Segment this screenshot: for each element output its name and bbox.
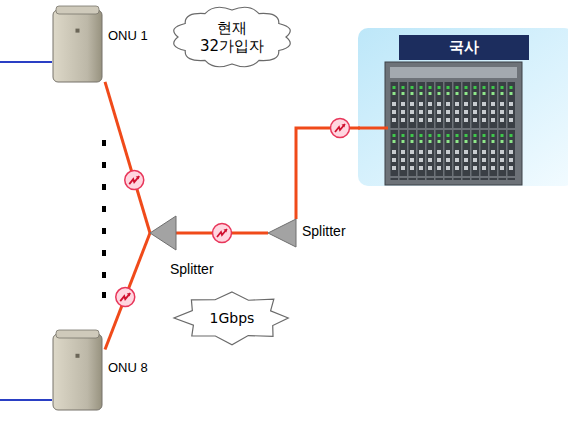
splitter-triangle [150, 216, 176, 250]
subscriber-cloud: 현재 32가입자 [168, 2, 296, 72]
subscriber-line [0, 399, 52, 401]
bandwidth-burst: 1Gbps [172, 290, 292, 346]
fiber-link [296, 128, 360, 219]
onu-lid [56, 6, 99, 14]
optical-icon [213, 224, 232, 243]
onu-lid [56, 330, 99, 338]
subscriber-count: 현재 32가입자 [197, 19, 267, 55]
optical-icon [331, 119, 350, 138]
office-panel [358, 28, 568, 186]
onu-body [53, 334, 102, 410]
olt-cards [390, 82, 516, 180]
optical-icon [125, 171, 144, 190]
splitter-shape [150, 216, 176, 250]
olt-top-strip [390, 67, 517, 78]
onu-device: ONU 8 [50, 328, 105, 414]
olt-chassis [385, 62, 522, 185]
splitter-shape [268, 219, 296, 247]
splitter-label: Splitter [302, 223, 346, 239]
central-office: 국사 [360, 28, 568, 186]
onu-device-shape [50, 4, 105, 86]
ellipsis-dots [102, 140, 106, 298]
splitter-label: Splitter [170, 261, 214, 277]
splitter: Splitter [150, 216, 176, 250]
office-title: 국사 [399, 35, 529, 60]
onu-latch [76, 354, 80, 358]
device-label: ONU 8 [108, 360, 148, 375]
subscriber-line [0, 61, 52, 63]
fiber-link [105, 82, 150, 233]
splitter: Splitter [268, 219, 296, 247]
onu-body [53, 10, 102, 82]
onu-device-shape [50, 328, 105, 414]
device-label: ONU 1 [108, 28, 148, 43]
bandwidth-label: 1Gbps [210, 310, 255, 327]
fiber-link [105, 233, 150, 350]
onu-device: ONU 1 [50, 4, 105, 86]
onu-latch [76, 29, 80, 33]
cloud-outline [174, 7, 290, 66]
fiber-entry [358, 127, 388, 130]
splitter-triangle [268, 219, 296, 247]
burst-outline [174, 292, 288, 345]
optical-icon [116, 288, 135, 307]
olt-equipment [385, 62, 522, 185]
